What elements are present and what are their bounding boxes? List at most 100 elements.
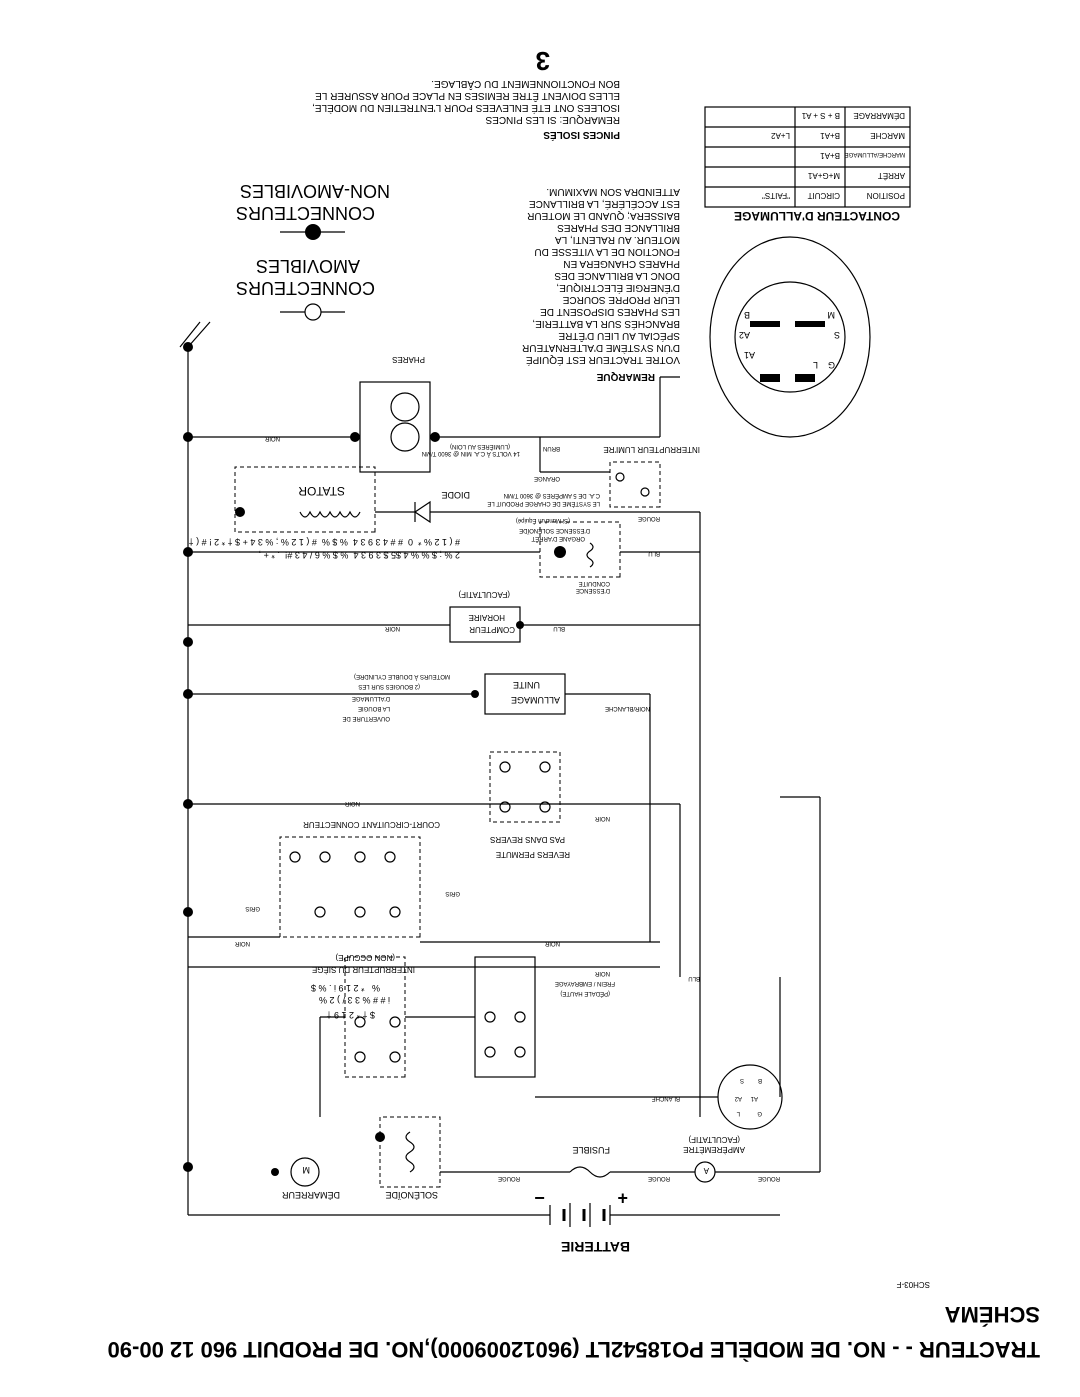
amp-a: A	[703, 1166, 709, 1175]
brake-label: FREIN / EMBRAYAGE	[555, 980, 615, 986]
fuse-label: FUSIBLE	[572, 1145, 610, 1155]
headlights-label: PHARES	[392, 355, 425, 364]
garbled-5: % ­ ­ * 2 1 9 i . % $	[311, 983, 380, 993]
short-circuit-connector: COURT-CIRCUITANT CONNECTEUR	[279, 820, 440, 938]
legend-fixed-2: NON-AMOVIBLES	[240, 181, 390, 201]
remarque-line: D'ÉNERGIE ÉLECTRIQUE,	[556, 282, 680, 295]
remarque-line: D'UN SYSTÈME D'ALTERNATEUR	[522, 342, 680, 355]
seat-note: (NON OCCUPE)	[335, 953, 395, 962]
table-cell: B+A1	[820, 131, 840, 140]
remarque-title: REMARQUE	[596, 371, 655, 382]
remarque-line: EST ACCÉLÉRÉ, LA BRILLANCE	[529, 198, 680, 211]
connector-legend: CONNECTEURS AMOVIBLES CONNECTEURS NON-AM…	[236, 181, 390, 321]
wire-noir-3: NOIR	[594, 970, 610, 976]
ammeter-label: AMPÈREMÈTRE	[683, 1145, 745, 1154]
fuel-solenoid-label: D'ESSENCE SOLÉNOÏDE	[519, 527, 590, 534]
ammeter: A AMPÈREMÈTRE (FACULTATIF)	[683, 1135, 745, 1183]
solenoid-label: SOLÉNOÏDE	[385, 1190, 438, 1200]
garbled-4: i # # % 3 3 / ) 2 %	[319, 995, 390, 1005]
ignition-switch-diagram: G L A1 A2 S M B	[709, 236, 871, 438]
stator: STATOR	[234, 466, 376, 533]
light-switch-label: INTERRUPTEUR LUMI'RE	[603, 445, 700, 454]
wire-blanche: BLANCHE	[652, 1095, 680, 1101]
th-position: POSITION	[867, 191, 905, 200]
sw-a2: A2	[739, 330, 750, 340]
starter-label: DÉMARREUR	[281, 1190, 340, 1200]
term-s: S	[740, 1077, 744, 1083]
remarque-line: ATTEINDRA SON MAXIMUM.	[546, 186, 680, 197]
remarque-line: SPÉCIAL AU LIEU D'ÊTRE	[558, 330, 680, 343]
ignition-table: CONTACTEUR D'ALLUMAGE POSITION CIRCUIT "…	[704, 106, 911, 223]
remarque-line: LEUR PROPRE SOURCE	[562, 294, 680, 305]
garbled-2: # ( 1 2 % * ­ 0 ­ # # 4 3 9 3 4 ­ % $ % …	[189, 537, 460, 547]
wire-rouge-1: ROUGE	[758, 1175, 780, 1181]
wire-rouge-4: ROUGE	[638, 515, 660, 521]
remarque-line: BAISSERA; QUAND LE MOTEUR	[527, 210, 680, 221]
remarque-block: REMARQUE VOTRE TRACTEUR EST ÉQUIPÉ D'UN …	[522, 186, 680, 382]
table-cell: B + S + A1	[801, 111, 840, 120]
ignition-unit-label2: UNITE	[513, 680, 540, 690]
hour-meter-optional: (FACULTATIF)	[458, 590, 510, 599]
term-b: B	[758, 1077, 762, 1083]
fuel-solenoid-note: (Si Mund'un Équipé)	[516, 517, 570, 524]
fuel-stop: ORGANE D'ARRÊT	[531, 535, 585, 543]
wire-blu-1: BLU	[553, 625, 565, 631]
sw-l: L	[813, 360, 818, 370]
battery-minus: −	[534, 1188, 545, 1208]
remarque-line: FONCTION DE LA VITESSE DU	[534, 246, 680, 257]
pinces-line: ISOLEES ONT ETÉ ENLEVEES POUR L'ENTRETIE…	[312, 102, 620, 115]
seat-switch: INTERRUPTEUR DU SIÈGE (NON OCCUPE)	[312, 953, 415, 1078]
fuel-solenoid: CONDUITE D'ESSENCE ORGANE D'ARRÊT D'ESSE…	[516, 517, 621, 593]
term-g: G	[757, 1110, 762, 1116]
wire-gris-1: GRIS	[245, 905, 260, 911]
wire-rouge-3: ROUGE	[498, 1175, 520, 1181]
legend-removable-2: AMOVIBLES	[256, 256, 360, 276]
page-title: TRACTEUR - - NO. DE MODÈLE PO18542LT (96…	[108, 1337, 1040, 1362]
table-cell: M+G+A1	[807, 171, 840, 180]
diode: DIODE LE SYSTÈME DE CHARGE PRODUIT LE C.…	[413, 490, 600, 524]
hour-meter-label: COMPTEUR	[469, 625, 515, 634]
brake-note: (PÉDALE HAUTE)	[560, 990, 610, 997]
wire-orange: ORANGE	[534, 475, 560, 481]
wire-blu-2: BLU	[648, 550, 660, 556]
spark-plug: LA BOUGIE	[358, 705, 390, 711]
starter-solenoid: SOLÉNOÏDE	[375, 1116, 441, 1200]
brake-switch: FREIN / EMBRAYAGE (PÉDALE HAUTE)	[474, 956, 615, 1078]
remarque-line: DONC LA BRILLANCE DES	[554, 270, 680, 281]
light-switch: INTERRUPTEUR LUMI'RE 14 VOLTS À C.A. MIN…	[422, 443, 700, 508]
remarque-line: LES PHARES DISPOSENT DE	[540, 306, 680, 317]
term-l: L	[736, 1110, 740, 1116]
light-note1: 14 VOLTS À C.A. MIN @ 3600 T/MN	[422, 450, 520, 457]
ignition-unit-label: ALLUMAGE	[511, 695, 560, 705]
page-subtitle: SCHÉMA	[945, 1302, 1040, 1327]
remarque-line: VOTRE TRACTEUR EST ÉQUIPÉ	[526, 354, 680, 367]
ammeter-optional: (FACULTATIF)	[688, 1135, 740, 1144]
pinces-title: PINCES ISOLÉS	[543, 129, 620, 142]
sw-g: G	[828, 360, 835, 370]
pinces-line: BON FONCTIONNEMENT DU CÂBLAGE.	[431, 78, 620, 91]
legend-removable-1: CONNECTEURS	[236, 278, 375, 298]
motor-m: M	[303, 1165, 311, 1175]
remarque-line: PHARES CHANGERA EN	[563, 258, 680, 269]
fuse: FUSIBLE	[569, 1145, 611, 1178]
pinces-line: REMARQUE: SI LES PINCES	[485, 114, 620, 125]
not-reverse-label: PAS DANS REVERS	[490, 835, 565, 844]
table-cell: B+A1	[820, 151, 840, 160]
sw-m: M	[828, 310, 836, 320]
remarque-line: BRANCHÉS SUR LA BATTERIE,	[532, 318, 680, 331]
seat-label: INTERRUPTEUR DU SIÈGE	[312, 965, 415, 974]
spark-note1: (2 BOUGIES SUR LES	[358, 683, 420, 689]
reverse-label: REVERS PERMUTE	[496, 850, 570, 859]
garbled-1: 2 % ; $ % ­% 4 $5 $ 3 9 3 4 ­ % $ % 6 / …	[241, 550, 460, 560]
wire-noir-4: NOIR	[594, 815, 610, 821]
remarque-line: BRILLANCE DES PHARES	[557, 222, 680, 233]
fuel-conduit: CONDUITE	[579, 580, 610, 586]
starter-motor: M DÉMARREUR	[271, 1157, 340, 1200]
th-faits: "FAITS"	[762, 191, 790, 200]
spark-note2: MOTEURS À DOUBLE CYLINDRE)	[354, 673, 450, 680]
reverse-switch: REVERS PERMUTE PAS DANS REVERS	[489, 751, 570, 859]
battery-label: BATTERIE	[561, 1239, 630, 1255]
fuel-essence: D'ESSENCE	[576, 587, 610, 593]
wire-noir-blanche: NOIR/BLANCHE	[605, 705, 650, 711]
